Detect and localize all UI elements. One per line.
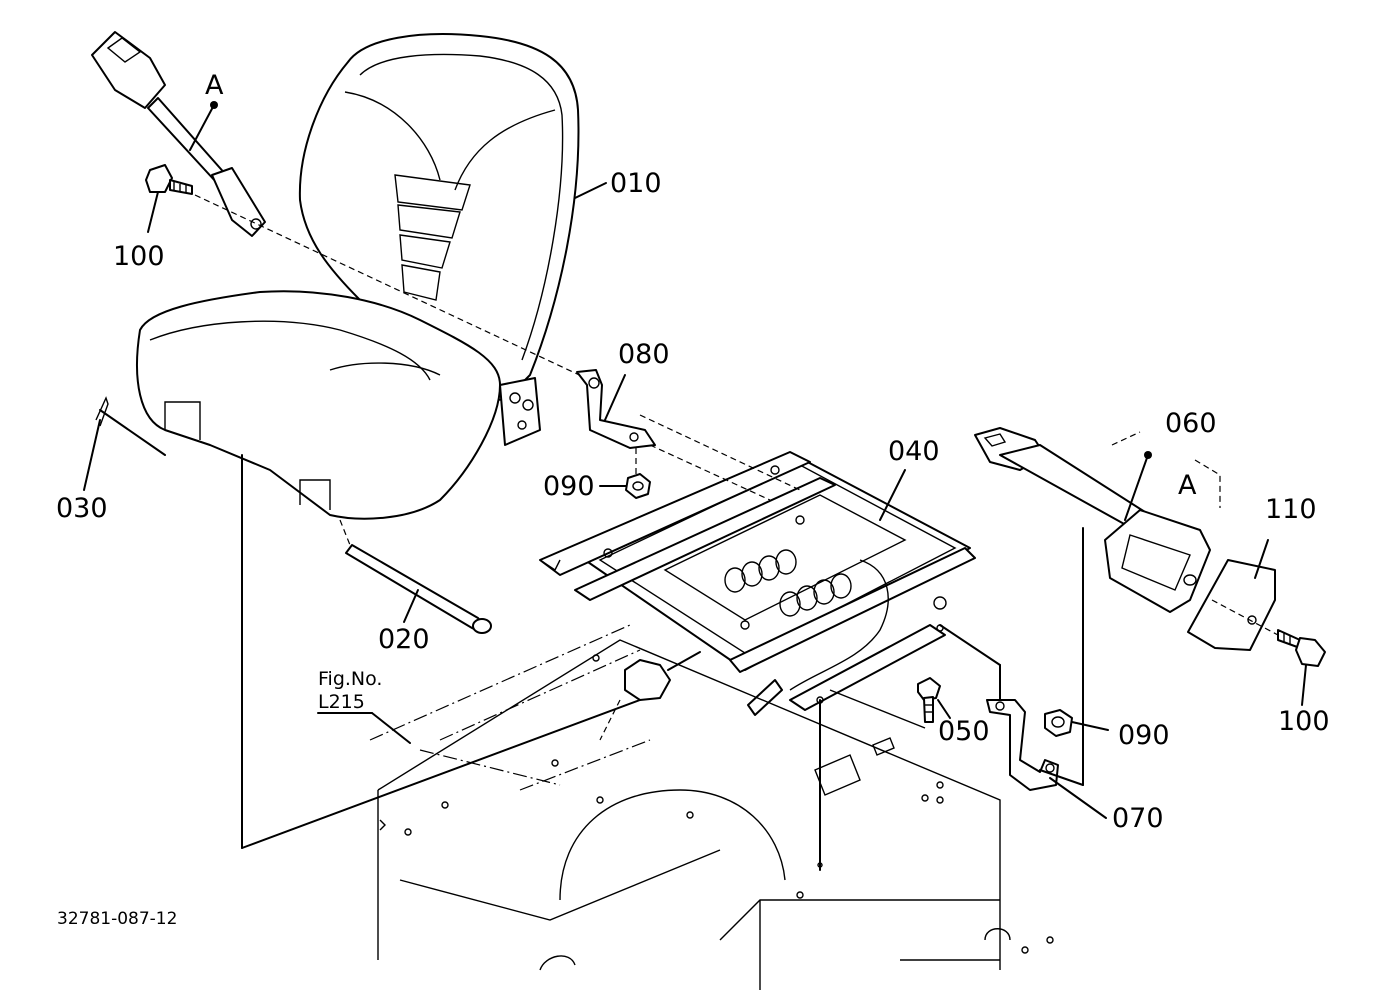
drawing-code: 32781-087-12 [57, 909, 177, 929]
bolt-100-right [1211, 599, 1326, 706]
label-090-left: 090 [543, 471, 595, 502]
seat-assembly [136, 33, 580, 520]
label-080: 080 [618, 339, 670, 370]
label-090-right: 090 [1118, 720, 1170, 751]
label-040: 040 [888, 436, 940, 467]
label-010: 010 [610, 168, 662, 199]
label-110: 110 [1265, 494, 1317, 525]
label-100-right: 100 [1278, 706, 1330, 737]
label-020: 020 [378, 624, 430, 655]
label-070: 070 [1112, 803, 1164, 834]
nut-090-left [599, 448, 651, 499]
bracket-080 [576, 369, 656, 449]
label-fig-ref-line1: Fig.No. [318, 668, 382, 690]
cover-110 [1187, 539, 1276, 651]
label-ref-a-right: A [1178, 470, 1197, 501]
label-fig-ref-line2: L215 [318, 691, 365, 713]
label-ref-a-top: A [205, 70, 224, 101]
bolt-050 [829, 677, 951, 729]
label-030: 030 [56, 493, 108, 524]
seat-slide-assembly [539, 451, 976, 716]
pin-030 [83, 396, 166, 491]
springs [724, 549, 852, 617]
label-100-left: 100 [113, 241, 165, 272]
label-050: 050 [938, 716, 990, 747]
seat-belt-retractor-right [974, 427, 1221, 613]
frame-base [369, 624, 1054, 990]
bracket-070 [939, 624, 1107, 819]
rod-020 [339, 519, 492, 634]
label-060: 060 [1165, 408, 1217, 439]
nut-090-right [1044, 709, 1109, 737]
seat-belt-buckle-left [91, 31, 266, 237]
bolt-100-left [145, 164, 193, 233]
